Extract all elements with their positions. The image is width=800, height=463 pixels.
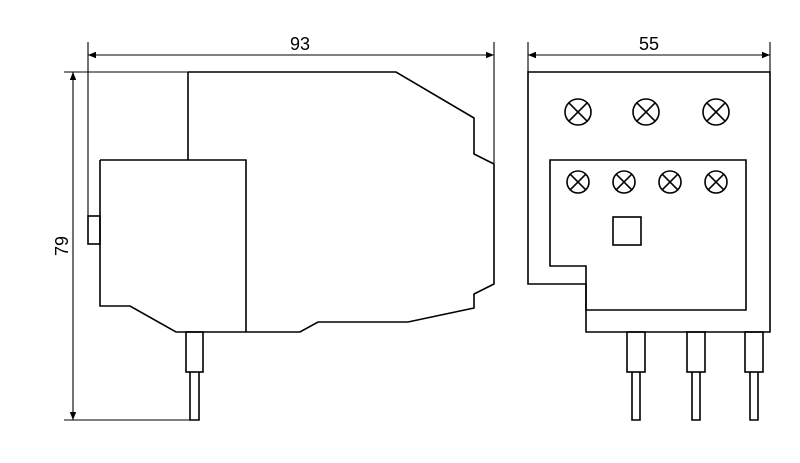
indicator-window bbox=[612, 216, 642, 246]
dimension-55-label: 55 bbox=[639, 34, 659, 54]
side-pin-sleeve bbox=[185, 331, 204, 373]
front-view bbox=[527, 71, 771, 421]
side-tab bbox=[87, 215, 101, 245]
dimension-55: 55 bbox=[527, 34, 771, 72]
front-pin-2 bbox=[686, 331, 706, 421]
side-housing-outline bbox=[188, 71, 495, 333]
dimension-79-label: 79 bbox=[52, 236, 72, 256]
screw-top-2-icon bbox=[632, 98, 660, 126]
dimension-93: 93 bbox=[87, 34, 495, 216]
side-front-cover bbox=[99, 72, 247, 333]
front-pin-3 bbox=[744, 331, 764, 421]
screw-mid-1-icon bbox=[566, 170, 590, 194]
front-pin-1 bbox=[626, 331, 646, 421]
dimension-93-label: 93 bbox=[290, 34, 310, 54]
side-pin bbox=[189, 372, 200, 421]
screw-mid-3-icon bbox=[658, 170, 682, 194]
screw-mid-4-icon bbox=[704, 170, 728, 194]
front-inner-panel bbox=[549, 159, 747, 311]
screw-top-3-icon bbox=[702, 98, 730, 126]
screw-top-1-icon bbox=[564, 98, 592, 126]
side-view bbox=[87, 71, 495, 421]
dimension-79: 79 bbox=[52, 71, 190, 421]
screw-mid-2-icon bbox=[612, 170, 636, 194]
